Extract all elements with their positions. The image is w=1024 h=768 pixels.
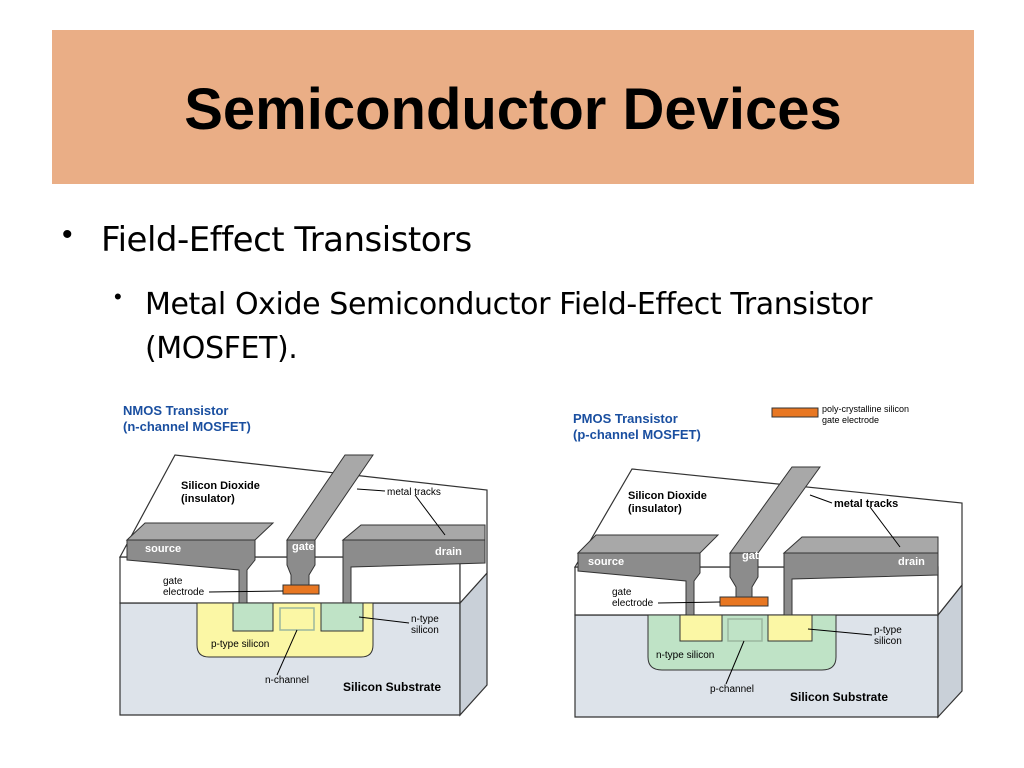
pmos-legend-1: poly-crystalline silicon xyxy=(822,404,909,414)
pmos-label-drain: drain xyxy=(898,556,925,568)
pmos-label-source: source xyxy=(588,556,624,568)
nmos-substrate-label: Silicon Substrate xyxy=(343,680,441,694)
nmos-label-drain: drain xyxy=(435,546,462,558)
pmos-gate-metal xyxy=(729,552,759,598)
nmos-metal-line-2 xyxy=(414,494,446,536)
nmos-gate-electrode-1: gate xyxy=(163,576,183,587)
pmos-legend-swatch xyxy=(771,407,819,418)
bullet-field-effect-transistors: Field-Effect Transistors xyxy=(101,220,472,260)
pmos-source-top xyxy=(576,534,720,554)
pmos-legend-2: gate electrode xyxy=(822,415,879,425)
nmos-title-1: NMOS Transistor xyxy=(123,403,228,418)
pmos-well: n-type silicon xyxy=(656,650,714,661)
pmos-metal-tracks: metal tracks xyxy=(834,498,898,510)
pmos-metal-line-2 xyxy=(869,506,901,548)
pmos-doped-line xyxy=(807,628,873,636)
sub-bullet-dot: • xyxy=(114,284,122,309)
pmos-channel-line xyxy=(725,640,745,685)
nmos-drain-metal xyxy=(342,539,486,604)
pmos-gate-electrode-2: electrode xyxy=(612,598,654,609)
nmos-diagram: NMOS Transistor (n-channel MOSFET) sourc… xyxy=(118,403,488,717)
pmos-substrate-label: Silicon Substrate xyxy=(790,690,888,704)
pmos-metal-line xyxy=(809,494,833,504)
pmos-p-drain xyxy=(767,614,813,642)
nmos-gate-metal xyxy=(286,539,316,586)
nmos-title-2: (n-channel MOSFET) xyxy=(123,419,251,434)
pmos-doped-1: p-type xyxy=(874,625,902,636)
pmos-p-source xyxy=(679,614,723,642)
pmos-gate-electrode-1: gate xyxy=(612,587,632,598)
nmos-doped-2: silicon xyxy=(411,625,439,636)
sub-bullet-line-1: Metal Oxide Semiconductor Field-Effect T… xyxy=(145,287,873,322)
nmos-ge-line xyxy=(208,590,284,593)
nmos-source-top xyxy=(125,522,275,541)
pmos-doped-2: silicon xyxy=(874,636,902,647)
sub-bullet-mosfet: Metal Oxide Semiconductor Field-Effect T… xyxy=(145,283,975,371)
nmos-channel-label: n-channel xyxy=(265,675,309,686)
nmos-metal-line xyxy=(356,488,386,492)
pmos-ge-line xyxy=(657,601,721,604)
slide-title: Semiconductor Devices xyxy=(184,77,842,142)
nmos-drain-top xyxy=(341,524,486,541)
nmos-n-source xyxy=(232,602,274,632)
nmos-source-metal xyxy=(126,539,256,604)
pmos-channel-label: p-channel xyxy=(710,684,754,695)
nmos-oxide-1: Silicon Dioxide xyxy=(181,480,260,492)
sub-bullet-line-2: (MOSFET). xyxy=(145,331,298,366)
nmos-n-drain xyxy=(320,602,364,632)
pmos-label-gate: gate xyxy=(742,550,765,562)
pmos-source-metal xyxy=(577,552,701,616)
title-bar: Semiconductor Devices xyxy=(52,30,974,184)
nmos-label-gate: gate xyxy=(292,541,315,553)
pmos-drain-metal xyxy=(783,552,939,616)
pmos-oxide-1: Silicon Dioxide xyxy=(628,490,707,502)
nmos-doped-1: n-type xyxy=(411,614,439,625)
bullet-list: • Field-Effect Transistors • Metal Oxide… xyxy=(62,218,975,371)
nmos-oxide-2: (insulator) xyxy=(181,493,235,505)
nmos-doped-line xyxy=(358,616,410,624)
pmos-title-2: (p-channel MOSFET) xyxy=(573,427,701,442)
pmos-diagram: PMOS Transistor (p-channel MOSFET) poly-… xyxy=(573,404,963,719)
pmos-oxide-2: (insulator) xyxy=(628,503,682,515)
pmos-title-1: PMOS Transistor xyxy=(573,411,678,426)
nmos-label-source: source xyxy=(145,543,181,555)
nmos-channel xyxy=(279,607,315,631)
nmos-gate-electrode xyxy=(282,584,320,595)
pmos-channel xyxy=(727,618,763,642)
pmos-gate-electrode xyxy=(719,596,769,607)
mosfet-diagram: NMOS Transistor (n-channel MOSFET) sourc… xyxy=(118,403,963,719)
nmos-well: p-type silicon xyxy=(211,639,269,650)
bullet-dot: • xyxy=(62,218,73,251)
nmos-gate-electrode-2: electrode xyxy=(163,587,205,598)
nmos-channel-line xyxy=(276,629,298,676)
pmos-drain-top xyxy=(782,536,939,554)
nmos-metal-tracks: metal tracks xyxy=(387,487,441,498)
